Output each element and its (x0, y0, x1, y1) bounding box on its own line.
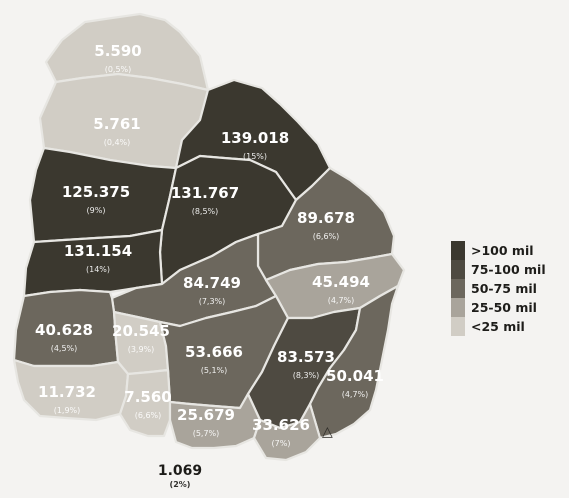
legend-item: 25-50 mil (451, 298, 546, 317)
legend-label: 25-50 mil (471, 300, 537, 315)
value-durazno: 84.749 (183, 274, 241, 292)
label-rio-negro: 131.154 (14%) (64, 244, 132, 274)
percent-rivera: (15%) (242, 152, 268, 161)
legend-swatch (451, 298, 465, 317)
value-canelones: 25.679 (177, 406, 235, 424)
legend-label: 75-100 mil (471, 262, 546, 277)
value-artigas: 5.590 (94, 42, 142, 60)
label-paysandu: 125.375 (9%) (62, 185, 130, 215)
value-treinta-y-tres: 45.494 (312, 273, 370, 291)
value-rio-negro: 131.154 (63, 242, 133, 260)
value-rocha: 50.041 (326, 367, 384, 385)
department-maldonado[interactable] (252, 402, 322, 462)
label-maldonado: 33.626 (7%) (252, 418, 310, 448)
label-canelones: 25.679 (5,7%) (177, 408, 235, 438)
value-colonia: 11.732 (38, 383, 96, 401)
label-colonia: 11.732 (1,9%) (38, 385, 96, 415)
label-florida: 53.666 (5,1%) (185, 345, 243, 375)
value-salto: 5.761 (93, 115, 141, 133)
label-tacuarembo: 131.767 (8,5%) (171, 186, 239, 216)
value-soriano: 40.628 (35, 321, 93, 339)
legend-item: <25 mil (451, 317, 546, 336)
percent-flores: (3,9%) (127, 345, 155, 354)
legend-item: 50-75 mil (451, 279, 546, 298)
legend-label: >100 mil (471, 243, 534, 258)
value-flores: 20.545 (112, 322, 170, 340)
percent-colonia: (1,9%) (53, 406, 81, 415)
percent-rocha: (4,7%) (341, 390, 369, 399)
value-rivera: 139.018 (220, 129, 290, 147)
legend-item: 75-100 mil (451, 260, 546, 279)
percent-cerro-largo: (6,6%) (312, 232, 340, 241)
percent-rio-negro: (14%) (85, 265, 111, 274)
legend-item: >100 mil (451, 241, 546, 260)
percent-lavalleja: (8,3%) (292, 371, 320, 380)
percent-salto: (0,4%) (103, 138, 131, 147)
label-san-jose: 7.560 (6,6%) (124, 390, 171, 420)
label-rivera: 139.018 (15%) (221, 131, 289, 161)
label-soriano: 40.628 (4,5%) (35, 323, 93, 353)
percent-san-jose: (6,6%) (134, 411, 162, 420)
percent-tacuarembo: (8,5%) (191, 207, 219, 216)
percent-soriano: (4,5%) (50, 344, 78, 353)
label-durazno: 84.749 (7,3%) (183, 276, 241, 306)
label-cerro-largo: 89.678 (6,6%) (297, 211, 355, 241)
value-maldonado: 33.626 (252, 416, 310, 434)
legend: >100 mil 75-100 mil 50-75 mil 25-50 mil … (451, 241, 546, 336)
value-tacuarembo: 131.767 (170, 184, 240, 202)
label-rocha: 50.041 (4,7%) (326, 369, 384, 399)
label-montevideo: 1.069 (2%) (158, 464, 202, 489)
legend-label: <25 mil (471, 319, 525, 334)
value-paysandu: 125.375 (61, 183, 131, 201)
percent-canelones: (5,7%) (192, 429, 220, 438)
label-artigas: 5.590 (0,5%) (94, 44, 141, 74)
department-san-jose[interactable] (118, 368, 172, 438)
label-flores: 20.545 (3,9%) (112, 324, 170, 354)
label-salto: 5.761 (0,4%) (93, 117, 140, 147)
percent-paysandu: (9%) (86, 206, 106, 215)
percent-treinta-y-tres: (4,7%) (327, 296, 355, 305)
percent-montevideo: (2%) (169, 480, 191, 489)
percent-florida: (5,1%) (200, 366, 228, 375)
legend-swatch (451, 260, 465, 279)
legend-label: 50-75 mil (471, 281, 537, 296)
legend-swatch (451, 241, 465, 260)
percent-maldonado: (7%) (271, 439, 291, 448)
value-cerro-largo: 89.678 (297, 209, 355, 227)
legend-swatch (451, 317, 465, 336)
label-lavalleja: 83.573 (8,3%) (277, 350, 335, 380)
department-rocha[interactable] (308, 284, 400, 440)
legend-swatch (451, 279, 465, 298)
compass-icon: △ (322, 424, 333, 440)
value-florida: 53.666 (185, 343, 243, 361)
percent-artigas: (0,5%) (104, 65, 132, 74)
label-treinta-y-tres: 45.494 (4,7%) (312, 275, 370, 305)
value-san-jose: 7.560 (124, 388, 172, 406)
value-montevideo: 1.069 (157, 463, 203, 479)
value-lavalleja: 83.573 (277, 348, 335, 366)
percent-durazno: (7,3%) (198, 297, 226, 306)
